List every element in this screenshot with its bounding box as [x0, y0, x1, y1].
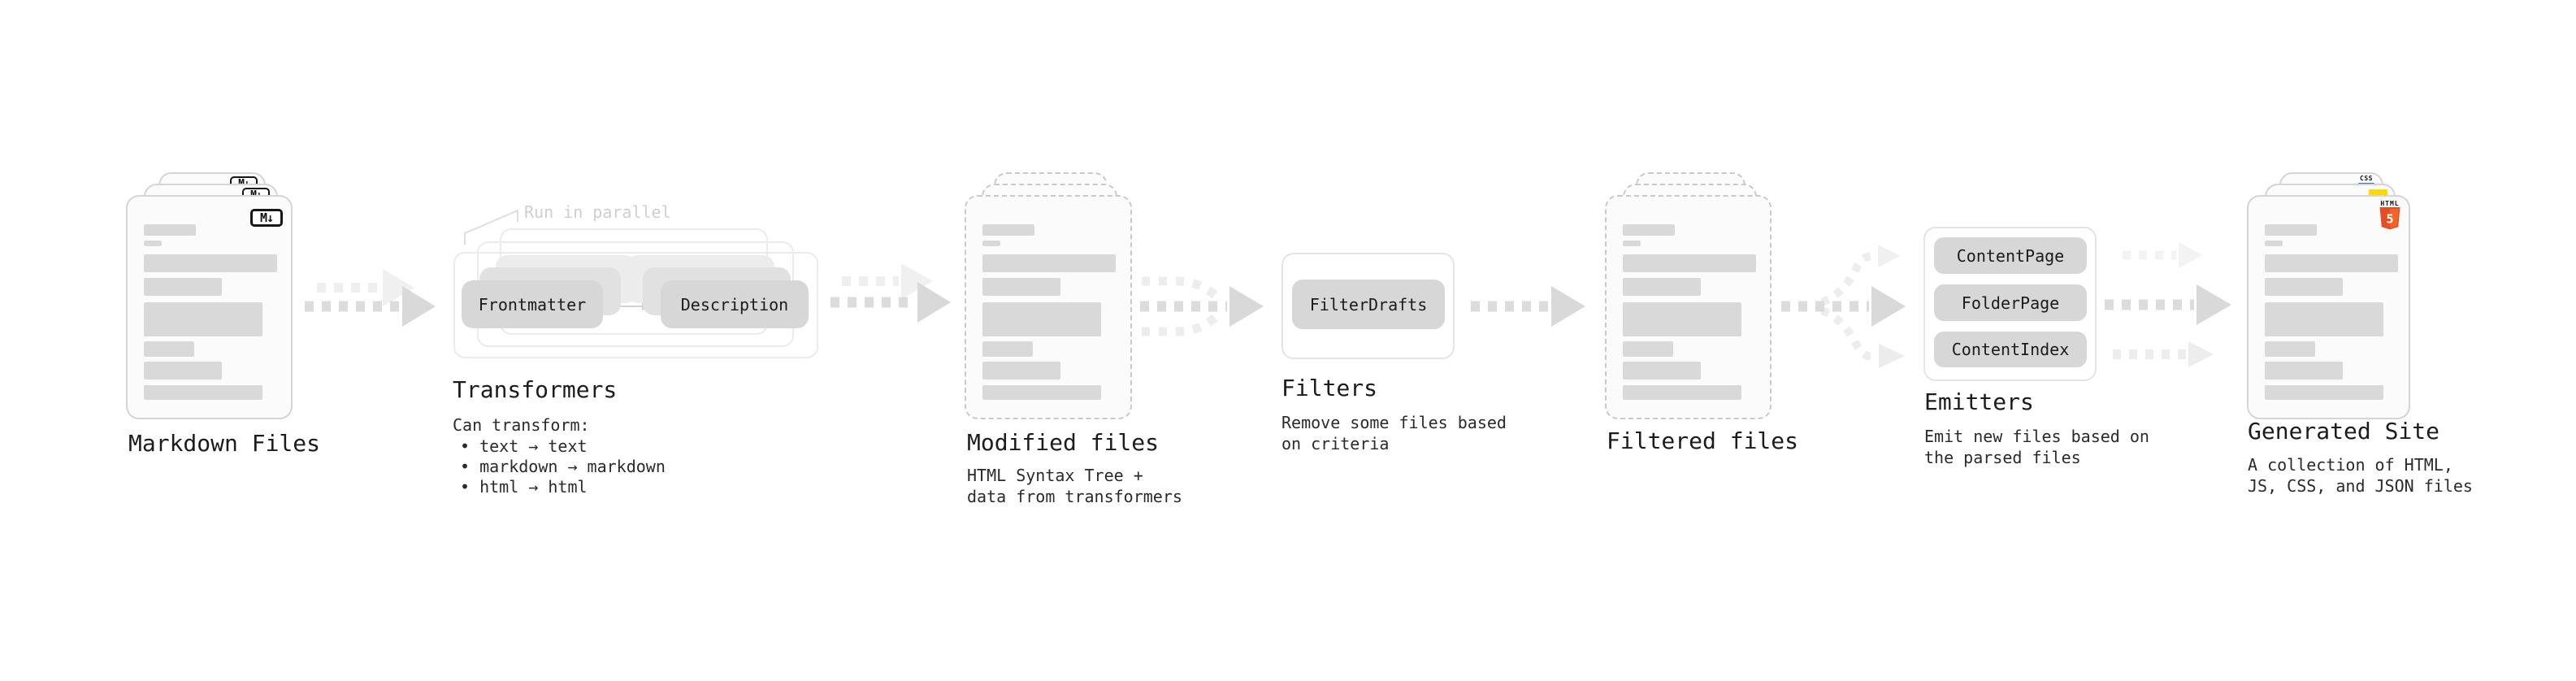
- transformers-bullet-markdown: • markdown → markdown: [460, 457, 666, 476]
- content-bar: [2265, 241, 2283, 246]
- content-bar: [982, 278, 1060, 296]
- transformers-bullet-text: • text → text: [460, 436, 588, 456]
- content-bar: [2265, 254, 2398, 272]
- description-button: Description: [661, 280, 809, 328]
- transformers-frame-front: [453, 252, 818, 358]
- css-badge-label: CSS: [2360, 175, 2373, 182]
- markdown-file-card: M↓: [126, 195, 293, 419]
- content-bar: [144, 224, 196, 236]
- content-bar: [144, 341, 194, 357]
- content-bar: [144, 302, 262, 336]
- content-bar: [144, 278, 222, 296]
- arrows-emitters-to-generated: [2105, 242, 2231, 367]
- transformers-bullet-html: • html → html: [460, 477, 588, 497]
- generated-site-subtitle: A collection of HTML, JS, CSS, and JSON …: [2248, 455, 2473, 496]
- content-bar: [2265, 302, 2383, 336]
- folderpage-button: FolderPage: [1934, 284, 2087, 321]
- content-bar: [144, 362, 222, 380]
- emitters-subtitle: Emit new files based on the parsed files: [1924, 427, 2149, 467]
- frontmatter-button: Frontmatter: [462, 280, 603, 328]
- html5-shield: 5: [2379, 207, 2400, 230]
- modified-files-title: Modified files: [967, 429, 1160, 456]
- html5-badge-label: HTML: [2380, 200, 2400, 207]
- content-bar: [2265, 362, 2343, 380]
- filtered-files-stack: [1605, 172, 1772, 419]
- content-bar: [1623, 385, 1741, 400]
- content-bar: [1623, 241, 1641, 246]
- content-bar: [982, 362, 1060, 380]
- markdown-files-title: Markdown Files: [128, 430, 321, 457]
- generated-html-file-card: HTML 5: [2247, 195, 2410, 419]
- arrow-filters-to-filtered: [1471, 286, 1585, 327]
- generated-site-title: Generated Site: [2248, 418, 2440, 445]
- content-bar: [1623, 224, 1675, 236]
- content-bar: [1623, 254, 1756, 272]
- emitters-title: Emitters: [1924, 388, 2034, 415]
- content-bar: [982, 241, 1000, 246]
- content-bar: [2265, 341, 2315, 357]
- content-bar: [982, 224, 1034, 236]
- html5-number: 5: [2386, 212, 2393, 227]
- run-in-parallel-leader-line: [464, 209, 518, 245]
- content-bar: [2265, 385, 2383, 400]
- modified-file-card: [965, 195, 1132, 419]
- filterdrafts-button: FilterDrafts: [1292, 280, 1445, 329]
- content-bar: [982, 385, 1101, 400]
- content-bar: [1623, 302, 1741, 336]
- arrow-modified-to-filters-merge: [1140, 276, 1264, 336]
- html5-icon: HTML 5: [2379, 200, 2401, 233]
- content-bar: [144, 385, 262, 400]
- content-bar: [2265, 224, 2317, 236]
- modified-files-subtitle: HTML Syntax Tree + data from transformer…: [967, 466, 1182, 506]
- markdown-files-stack: M↓ M↓ M↓: [126, 172, 293, 419]
- contentpage-button: ContentPage: [1934, 237, 2087, 274]
- modified-files-stack: [965, 172, 1132, 419]
- arrow-markdown-to-transformers: [305, 269, 436, 327]
- content-bar: [1623, 278, 1701, 296]
- run-in-parallel-note: Run in parallel: [524, 202, 671, 222]
- arrow-transformers-to-modified: [830, 263, 951, 323]
- content-bar: [982, 341, 1033, 357]
- content-bar: [982, 302, 1101, 336]
- content-bar: [2265, 278, 2343, 296]
- content-bar: [144, 254, 277, 272]
- content-bar: [144, 241, 162, 246]
- filtered-file-card: [1605, 195, 1772, 419]
- transformers-title: Transformers: [453, 376, 618, 403]
- content-bar: [1623, 362, 1701, 380]
- content-bar: [982, 254, 1116, 272]
- content-bar: [1623, 341, 1673, 357]
- arrow-filtered-to-emitters-fork: [1781, 245, 1906, 368]
- filtered-files-title: Filtered files: [1607, 427, 1799, 454]
- filters-subtitle: Remove some files based on criteria: [1281, 413, 1507, 453]
- generated-site-stack: CSS HTML 5: [2247, 172, 2410, 419]
- filters-title: Filters: [1281, 375, 1378, 401]
- transformers-heading: Can transform:: [453, 415, 590, 435]
- contentindex-button: ContentIndex: [1934, 332, 2087, 367]
- markdown-icon: M↓: [250, 209, 283, 227]
